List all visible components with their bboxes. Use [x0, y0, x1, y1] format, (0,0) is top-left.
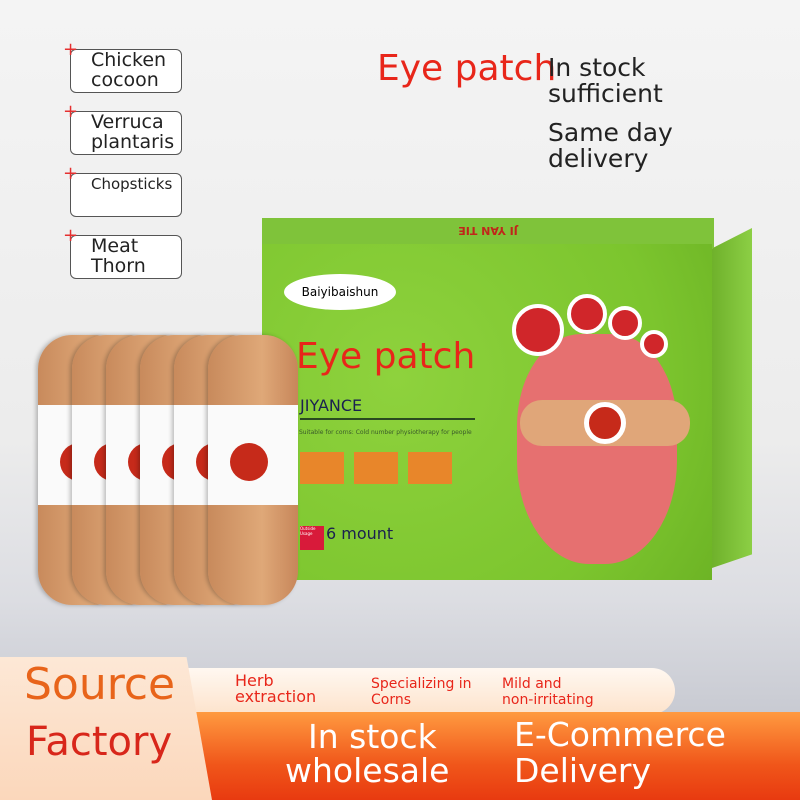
header-title: Eye patch	[377, 48, 557, 89]
tag-chicken-cocoon: +Chicken cocoon	[63, 40, 182, 93]
toe-icon	[567, 294, 607, 334]
box-count: 6 mount	[326, 524, 394, 543]
usage-badge: Outside Usage	[300, 526, 324, 550]
plus-icon: +	[63, 225, 79, 246]
toe-icon	[512, 304, 564, 356]
ecom-line2: Delivery	[514, 751, 651, 790]
patch	[208, 335, 298, 605]
source-label: Source	[24, 659, 176, 710]
step-icon-2	[354, 452, 398, 484]
tag-chopsticks: +Chopsticks	[63, 164, 182, 217]
bandage-dot	[584, 402, 626, 444]
plus-icon: +	[63, 101, 79, 122]
stock-line1: In stock	[308, 717, 437, 756]
box-description: Suitable for corns: Cold number physioth…	[299, 429, 472, 436]
foot-illustration	[517, 334, 677, 564]
box-title: Eye patch	[296, 336, 476, 377]
plus-icon: +	[63, 39, 79, 60]
divider	[300, 418, 475, 420]
brand-oval: Baiyibaishun	[284, 274, 396, 310]
box-subtitle: JIYANCE	[300, 396, 363, 415]
plus-icon: +	[63, 163, 79, 184]
toe-icon	[640, 330, 668, 358]
stock-line2: wholesale	[285, 751, 450, 790]
box-side	[712, 228, 752, 568]
toe-icon	[608, 306, 642, 340]
product-box: Baiyibaishun Eye patch JIYANCE Suitable …	[262, 244, 712, 580]
step-icon-3	[408, 452, 452, 484]
orange-banner: In stock wholesale E-Commerce Delivery	[190, 712, 800, 800]
box-lid: JI YAN TIE	[262, 218, 714, 248]
step-icon-1	[300, 452, 344, 484]
source-factory-panel: Source Factory	[0, 657, 212, 800]
ecom-line1: E-Commerce	[514, 715, 726, 754]
tag-verruca: +Verruca plantaris	[63, 102, 182, 155]
factory-label: Factory	[26, 719, 173, 765]
tag-meat-thorn: +Meat Thorn	[63, 226, 182, 279]
